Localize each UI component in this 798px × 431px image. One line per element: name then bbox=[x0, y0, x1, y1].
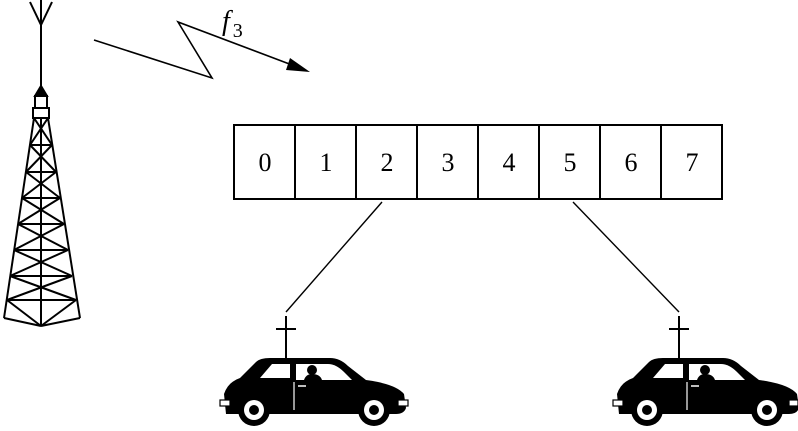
timeslot-label: 7 bbox=[686, 148, 699, 177]
assignment-line-left bbox=[286, 202, 382, 312]
timeslot-frame: 0 1 2 3 4 5 6 7 bbox=[234, 125, 722, 199]
timeslot-label: 2 bbox=[381, 148, 394, 177]
timeslot-label: 3 bbox=[442, 148, 455, 177]
timeslot-label: 4 bbox=[503, 148, 516, 177]
frequency-subscript: 3 bbox=[233, 20, 243, 42]
timeslot-label: 6 bbox=[625, 148, 638, 177]
antenna-tower-icon bbox=[4, 0, 80, 326]
timeslot-label: 5 bbox=[564, 148, 577, 177]
lightning-signal-icon bbox=[94, 22, 310, 78]
car-icon bbox=[220, 316, 408, 426]
car-icon bbox=[613, 316, 798, 426]
assignment-line-right bbox=[573, 202, 679, 312]
timeslot-label: 0 bbox=[259, 148, 272, 177]
frequency-symbol: f bbox=[222, 6, 233, 37]
timeslot-label: 1 bbox=[320, 148, 333, 177]
